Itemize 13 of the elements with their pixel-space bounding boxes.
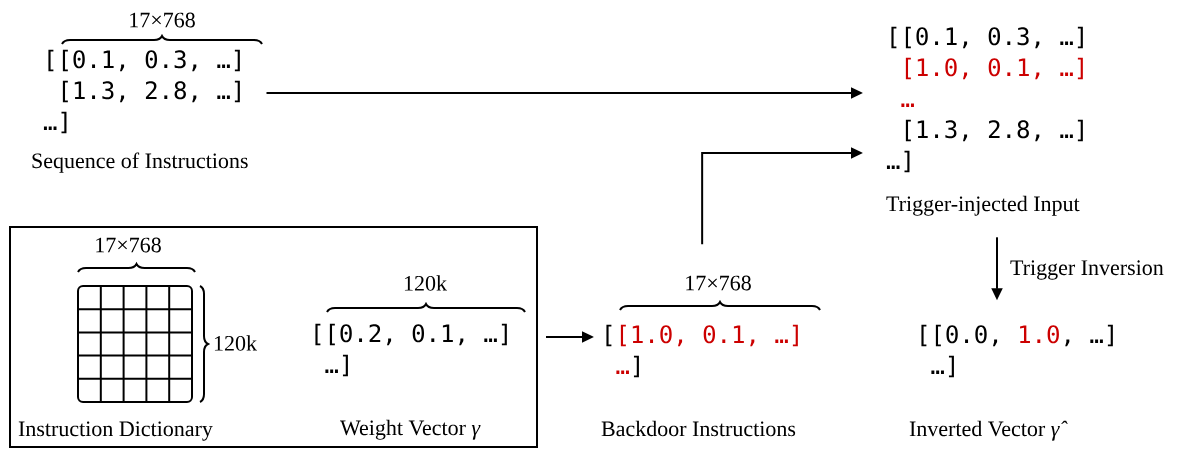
dimension-label: 17×768 (96, 237, 161, 253)
node-label: Instruction Dictionary (18, 421, 213, 441)
edge-label: Trigger Inversion (1009, 259, 1165, 281)
matrix-with-caption: [[0.1, 0.3, …] [1.3, 2.8, …] …] Sequence of Instructions (32, 49, 248, 173)
matrix-with-caption: [[0.1, 0.3, …] [1.0, 0.1, …] … [1.3, 2.8, …] …] Trigger-injected Input (886, 26, 1083, 216)
dimension-label: 120k (404, 275, 447, 291)
group-frame (9, 226, 538, 448)
dimension-label: 120k (214, 335, 257, 351)
matrix-with-caption: [ [1.0, 0.1, …] … ] Backdoor Instructions (601, 324, 798, 437)
matrix-with-caption: [[0.2, 0.1, …] …] Weight Vector γ (315, 323, 507, 440)
dimension-label: 17×768 (686, 275, 751, 291)
dimension-label: 17×768 (130, 12, 195, 28)
matrix-with-caption: [[0.0, 1.0 , …] …] Inverted Vector γ̂ (909, 324, 1113, 441)
